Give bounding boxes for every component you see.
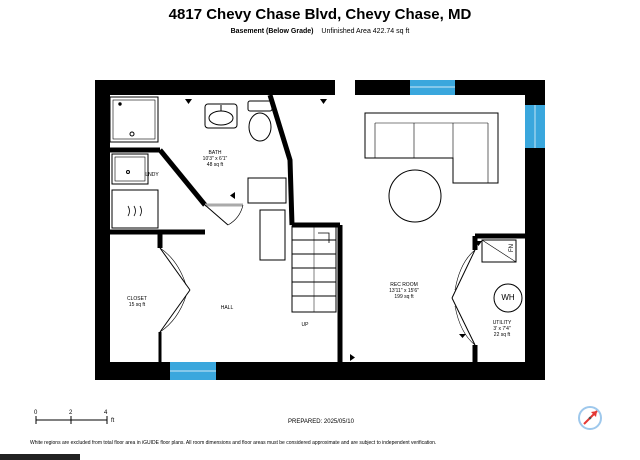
room-area: 48 sq ft xyxy=(206,162,224,168)
room-area: 199 sq ft xyxy=(394,294,414,300)
room-area: 22 sq ft xyxy=(493,332,511,338)
furnace xyxy=(481,239,517,263)
room-name: LNDY xyxy=(145,172,159,178)
room-laundry-label: LNDY xyxy=(140,172,164,178)
room-name: UTILITY xyxy=(492,320,512,326)
utility-shelves xyxy=(525,311,531,364)
plan-title: 4817 Chevy Chase Blvd, Chevy Chase, MD xyxy=(168,6,472,23)
compass-icon xyxy=(578,406,602,430)
sectional-sofa xyxy=(364,112,499,184)
windows xyxy=(170,80,545,380)
level-name: Basement (Below Grade) xyxy=(230,28,314,35)
stairs xyxy=(291,225,337,313)
plan-subtitle: Basement (Below Grade) Unfinished Area 4… xyxy=(0,28,640,35)
room-name: HALL xyxy=(220,305,234,311)
room-closet-label: CLOSET 15 sq ft xyxy=(115,296,159,308)
scale-tick-4: 4 xyxy=(104,410,108,416)
corner-badge xyxy=(0,454,80,460)
toilet xyxy=(247,100,273,142)
doors xyxy=(159,203,476,346)
room-utility-label: UTILITY 3' x 7'4" 22 sq ft xyxy=(484,320,520,338)
room-name: BATH xyxy=(208,150,222,156)
room-area: 15 sq ft xyxy=(128,302,146,308)
scale-bar xyxy=(35,416,108,424)
bath-sink xyxy=(204,103,238,129)
room-dims: 13'11" x 15'6" xyxy=(389,288,419,294)
room-hall-label: HALL xyxy=(212,305,242,311)
window-top xyxy=(410,80,455,95)
room-bath-label: BATH 10'3" x 6'1" 48 sq ft xyxy=(195,150,235,168)
shower xyxy=(109,96,159,143)
scale-tick-0: 0 xyxy=(34,410,38,416)
room-name: REC ROOM xyxy=(390,282,418,288)
prepared-date: PREPARED: 2025/05/10 xyxy=(288,419,354,425)
disclaimer: White regions are excluded from total fl… xyxy=(30,440,437,446)
furnace-label: FN xyxy=(509,244,515,252)
coffee-table xyxy=(388,169,442,223)
interior-walls xyxy=(110,94,525,362)
room-dims: 3' x 7'4" xyxy=(493,326,511,332)
hall-shelf xyxy=(259,209,286,261)
cabinet xyxy=(247,177,287,204)
laundry-sink xyxy=(111,153,149,185)
water-heater-label: WH xyxy=(501,293,515,302)
water-heater xyxy=(493,283,523,313)
room-name: CLOSET xyxy=(126,296,147,302)
scale-tick-2: 2 xyxy=(69,410,73,416)
room-dims: 10'3" x 6'1" xyxy=(202,156,228,162)
scale-unit: ft xyxy=(111,418,115,424)
entry-markers xyxy=(185,99,482,361)
washer xyxy=(111,189,159,229)
room-rec-label: REC ROOM 13'11" x 15'6" 199 sq ft xyxy=(382,282,426,300)
stairs-label: UP xyxy=(301,322,309,328)
area-summary: Unfinished Area 422.74 sq ft xyxy=(321,28,410,35)
